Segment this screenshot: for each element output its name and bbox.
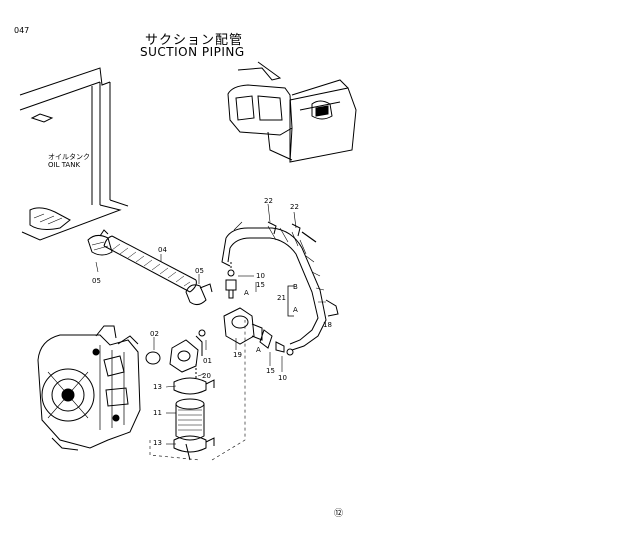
connection-mark-a: A [293, 306, 298, 314]
leader-line [197, 373, 205, 377]
excavator-overview-drawing [227, 61, 357, 163]
hydraulic-pump-drawing [37, 325, 141, 451]
suction-hose-assembly [87, 229, 213, 306]
leader-line [165, 385, 177, 388]
part-callout-22: 22 [290, 203, 299, 211]
dash-guide-line [211, 320, 246, 461]
part-callout-19: 19 [233, 351, 242, 359]
part-callout-05: 05 [92, 277, 101, 285]
bracket-21 [287, 285, 294, 317]
connection-mark-b: B [293, 283, 298, 291]
part-callout-10: 10 [256, 272, 265, 280]
part-callout-20: 20 [202, 372, 211, 380]
connection-mark-a: A [256, 346, 261, 354]
strainer-assembly [173, 364, 215, 461]
page-title-japanese: サクション配管 [145, 33, 244, 48]
oil-tank-drawing [19, 67, 129, 241]
elbow-fitting-drawing [223, 307, 263, 345]
part-callout-13: 13 [153, 383, 162, 391]
page-code: 047 [14, 26, 30, 35]
part-callout-05: 05 [195, 267, 204, 275]
page-title: SUCTION PIPING [140, 45, 245, 59]
page-mark: ⑫ [334, 509, 344, 519]
part-callout-15: 15 [256, 281, 265, 289]
oil-tank-label-japanese: オイルタンク [48, 153, 90, 161]
part-callout-13: 13 [153, 439, 162, 447]
connection-mark-a: A [244, 289, 249, 297]
part-callout-11: 11 [153, 409, 162, 417]
part-callout-10: 10 [278, 374, 287, 382]
part-callout-15: 15 [266, 367, 275, 375]
dash-guide-line [149, 440, 201, 461]
part-callout-21: 21 [277, 294, 286, 302]
part-callout-01: 01 [203, 357, 212, 365]
lower-fittings [259, 329, 294, 356]
part-callout-04: 04 [158, 246, 167, 254]
part-callout-22: 22 [264, 197, 273, 205]
leader-line [95, 261, 99, 273]
part-callout-02: 02 [150, 330, 159, 338]
oil-tank-label: OIL TANK [48, 161, 81, 169]
upper-fittings [225, 262, 237, 299]
return-hose-assembly [221, 203, 339, 351]
part-callout-18: 18 [323, 321, 332, 329]
